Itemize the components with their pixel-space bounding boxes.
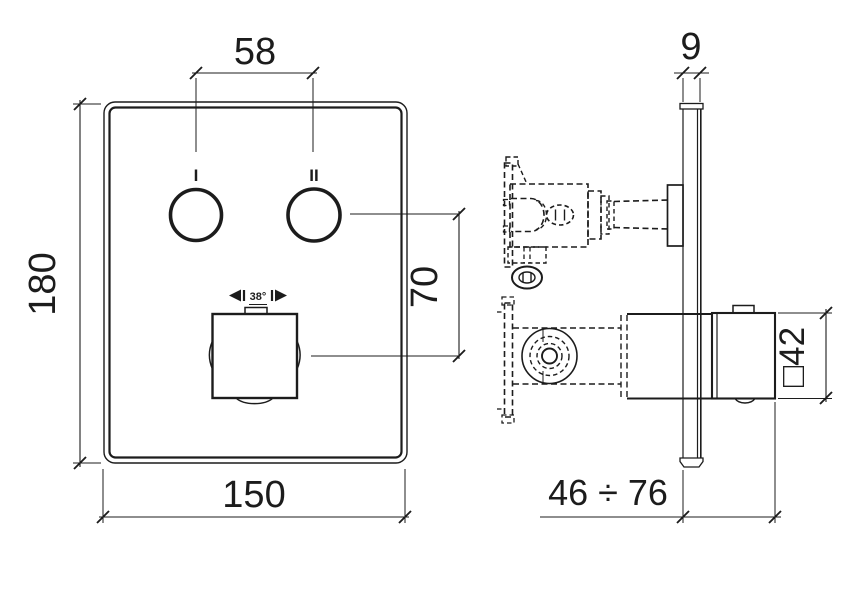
stem-top bbox=[613, 199, 669, 203]
dim-tick bbox=[768, 510, 782, 524]
handle-bottom-bulge bbox=[734, 398, 756, 404]
dim-tick bbox=[819, 306, 833, 320]
stem-nut bbox=[600, 195, 610, 235]
dim-tick bbox=[452, 207, 466, 221]
bolt-head bbox=[502, 198, 511, 207]
dim-handle-size: □42 bbox=[773, 306, 833, 405]
trim-plate-front bbox=[103, 101, 408, 464]
knob-2 bbox=[286, 187, 342, 243]
dim-tick bbox=[306, 66, 320, 80]
dim-depth-range-label: 46 ÷ 76 bbox=[548, 472, 668, 513]
volume-control-mid bbox=[529, 335, 570, 377]
square-handle-front bbox=[208, 306, 301, 405]
front-view: I II 38° 58 18 bbox=[22, 31, 466, 524]
volume-control-inner bbox=[536, 342, 563, 370]
upper-valve-body bbox=[502, 156, 684, 290]
port-oval bbox=[545, 204, 575, 226]
handle-right-bulge bbox=[296, 340, 301, 370]
cartridge-outline bbox=[511, 197, 545, 233]
handle-left-bulge bbox=[208, 340, 214, 370]
trim-plate-side bbox=[679, 102, 704, 468]
mount-tab bbox=[501, 296, 515, 306]
plate-bottom-cap bbox=[679, 457, 704, 468]
dim-tick bbox=[189, 66, 203, 80]
dim-knob-offset: 70 bbox=[311, 207, 466, 363]
dim-plate-height-label: 180 bbox=[22, 252, 64, 315]
dim-plate-thickness-label: 9 bbox=[680, 26, 701, 68]
dim-plate-thickness: 9 bbox=[674, 26, 709, 102]
square-handle-side bbox=[710, 304, 777, 404]
handle-top-tab bbox=[732, 304, 755, 314]
handle-body bbox=[710, 311, 777, 400]
knob-1-label: I bbox=[194, 166, 199, 185]
valve-housing bbox=[509, 183, 589, 248]
dim-tick bbox=[676, 510, 690, 524]
volume-control-stem bbox=[541, 347, 558, 365]
handle-bottom-bulge bbox=[235, 397, 274, 405]
lower-valve-body bbox=[497, 296, 712, 424]
plate-top-cap bbox=[679, 102, 704, 110]
knob-2-label: II bbox=[309, 166, 318, 185]
mount-bracket bbox=[503, 162, 514, 268]
bolt-head bbox=[502, 225, 511, 233]
dim-plate-height: 180 bbox=[22, 97, 101, 470]
handle-body bbox=[211, 312, 299, 400]
dim-tick bbox=[676, 66, 690, 80]
screw-head bbox=[518, 271, 536, 284]
stem-collar bbox=[606, 200, 615, 230]
lower-lug bbox=[507, 246, 547, 264]
knob-1 bbox=[168, 187, 224, 243]
trim-plate-inner-edge bbox=[108, 106, 403, 459]
temp-arrow-right-icon bbox=[275, 289, 287, 302]
dim-tick bbox=[452, 349, 466, 363]
screw-boss bbox=[511, 265, 543, 290]
dim-knob-offset-label: 70 bbox=[404, 266, 446, 308]
temp-arrow-left-icon bbox=[229, 289, 241, 302]
dim-handle-size-label: □42 bbox=[773, 327, 812, 387]
stem-flange bbox=[587, 190, 602, 240]
dim-plate-width-label: 150 bbox=[222, 474, 285, 516]
dim-tick bbox=[819, 391, 833, 405]
stem-bottom bbox=[613, 226, 669, 230]
dim-tick bbox=[693, 66, 707, 80]
cartridge-cap bbox=[535, 199, 548, 231]
mount-brace bbox=[517, 163, 528, 185]
temp-stop-label: 38° bbox=[250, 291, 267, 303]
mount-bracket bbox=[503, 302, 514, 418]
plate-bushing bbox=[666, 184, 684, 247]
volume-control-outer bbox=[521, 327, 578, 385]
temperature-stop-indicator: 38° bbox=[229, 289, 287, 305]
dim-knob-spacing: 58 bbox=[189, 31, 320, 152]
dim-depth-range: 46 ÷ 76 bbox=[540, 402, 782, 524]
trim-plate-outer-edge bbox=[103, 101, 408, 464]
side-view: 9 bbox=[497, 26, 833, 524]
dim-plate-width: 150 bbox=[96, 469, 412, 524]
dim-knob-spacing-label: 58 bbox=[234, 31, 276, 73]
mount-tab bbox=[501, 414, 515, 424]
